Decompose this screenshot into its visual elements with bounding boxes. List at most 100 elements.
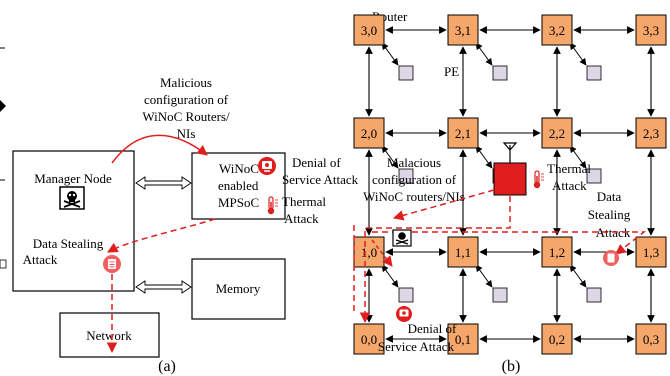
processing-element [398, 168, 414, 184]
processing-element [586, 287, 602, 303]
memory-label: Memory [216, 281, 261, 296]
processing-element [586, 65, 602, 81]
b-thermal-line-1: Thermal [547, 161, 591, 176]
router-node-label: 1,3 [643, 245, 659, 260]
router-node-label: 0,0 [361, 332, 377, 347]
skull-icon [59, 186, 85, 210]
pe-link [381, 264, 399, 288]
pe-link [381, 145, 399, 169]
thermal-line-1: Thermal [282, 194, 326, 209]
data-stealing-label-2: Attack [23, 252, 58, 267]
b-thermal-line-2: Attack [552, 178, 587, 193]
router-node-label: 0,3 [643, 332, 659, 347]
b-skull-arrow [371, 239, 393, 267]
b-malicious-line-3: WiNoC routers/NIs [363, 189, 465, 204]
router-node-label: 3,0 [361, 23, 377, 38]
b-denial-of-service-icon [396, 306, 412, 322]
router-node [541, 14, 573, 46]
data-stealing-icon [103, 255, 121, 273]
router-node-label: 0,2 [549, 332, 565, 347]
router-node [353, 323, 385, 355]
antenna-icon [502, 142, 518, 151]
router-node [635, 323, 667, 355]
router-node-label: 3,2 [549, 23, 565, 38]
router-node [635, 236, 667, 268]
router-node-label: 2,0 [361, 126, 377, 141]
router-node [541, 117, 573, 149]
router-node [447, 14, 479, 46]
malicious-config-line-4: NIs [177, 126, 196, 141]
router-node [635, 14, 667, 46]
processing-element [398, 287, 414, 303]
router-node-label: 1,2 [549, 245, 565, 260]
manager-memory-link [135, 280, 192, 294]
malicious-config-line-1: Malicious [160, 75, 212, 90]
b-malicious-line-1: Malacious [387, 155, 441, 170]
router-node-label: 1,1 [455, 245, 471, 260]
router-node-label: 3,3 [643, 23, 659, 38]
b-malicious-arrow [392, 189, 495, 221]
b-data-stealing-arrow [372, 231, 647, 255]
panel-a: Manager Node Data Stealing Attack Malici… [0, 47, 359, 375]
malicious-config-line-2: configuration of [144, 92, 229, 107]
b-data-stealing-line-2: Stealing [588, 207, 631, 222]
data-stealing-arrow [107, 218, 216, 253]
denial-line-1: Denial of [292, 155, 341, 170]
mesh-links [365, 26, 655, 343]
b-data-stealing-line-1: Data [597, 189, 622, 204]
pe-link [569, 145, 587, 169]
network-label: Network [86, 328, 132, 343]
b-attack-path-1 [359, 196, 511, 324]
processing-element [492, 287, 508, 303]
pe-link [569, 264, 587, 288]
denial-line-2: Service Attack [282, 172, 359, 187]
malicious-config-line-3: WiNoC Routers/ [142, 109, 230, 124]
b-skull-icon [392, 229, 412, 247]
pe-label: PE [444, 64, 459, 79]
winoc-line-3: MPSoC [218, 195, 259, 210]
router-node [353, 117, 385, 149]
router-node [353, 236, 385, 268]
manager-winoc-link [135, 176, 192, 190]
malicious-wireless-router [493, 142, 527, 196]
thermal-line-2: Attack [284, 211, 319, 226]
thermometer-icon [267, 196, 278, 215]
winoc-line-1: WiNoC [219, 161, 259, 176]
pe-link [475, 42, 493, 66]
data-stealing-label-1: Data Stealing [33, 236, 104, 251]
router-node-label: 2,1 [455, 126, 471, 141]
edge-mark [0, 100, 6, 112]
router-node [447, 236, 479, 268]
router-node [447, 323, 479, 355]
memory-box [191, 258, 286, 320]
b-thermometer-icon [533, 170, 544, 189]
winoc-line-2: enabled [218, 178, 259, 193]
pe-link [569, 42, 587, 66]
edge-mark [0, 259, 7, 269]
router-node [635, 117, 667, 149]
b-denial-line-1: Denial of [408, 321, 457, 336]
router-node-label: 3,1 [455, 23, 471, 38]
processing-element [492, 65, 508, 81]
b-denial-line-2: Service Attack [378, 339, 455, 354]
router-node-label: 2,3 [643, 126, 659, 141]
router-node [447, 117, 479, 149]
router-node-label: 2,2 [549, 126, 565, 141]
pe-link [475, 145, 493, 169]
b-data-stealing-icon [603, 250, 619, 266]
caption-b: (b) [502, 358, 521, 375]
b-malicious-line-2: configuration of [372, 172, 457, 187]
pe-link [475, 264, 493, 288]
processing-element [586, 168, 602, 184]
malicious-config-arrow [111, 134, 208, 164]
denial-of-service-icon [258, 157, 276, 175]
router-node [353, 14, 385, 46]
manager-node-label: Manager Node [34, 171, 112, 186]
caption-a: (a) [158, 358, 176, 375]
router-node [541, 323, 573, 355]
processing-element [398, 65, 414, 81]
router-node [541, 236, 573, 268]
